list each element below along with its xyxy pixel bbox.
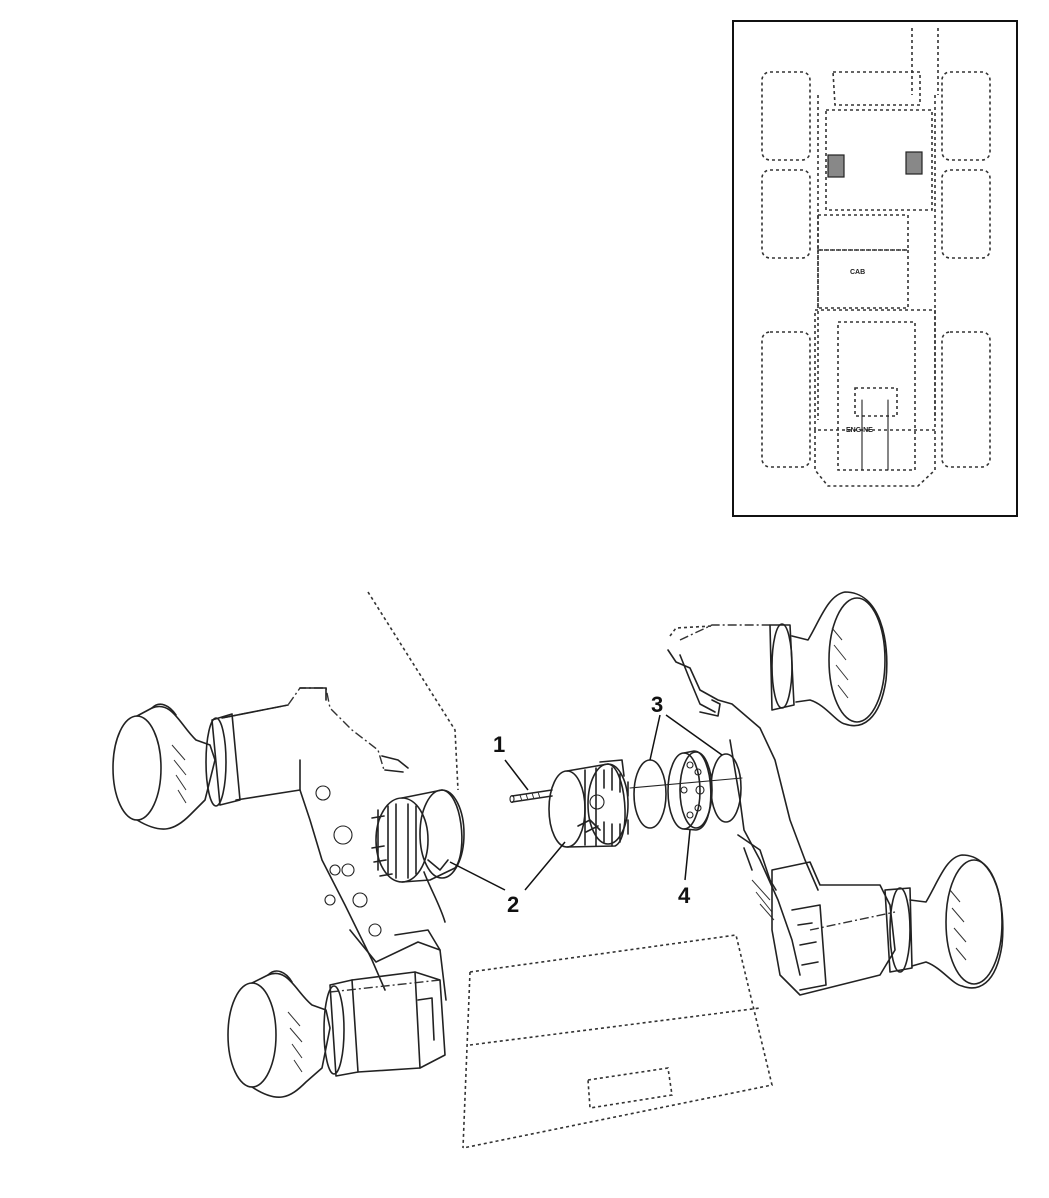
left-mounted-coupling	[371, 789, 465, 923]
left-lower-wheel-hub	[227, 970, 446, 1098]
right-upper-wheel-hub	[769, 591, 888, 727]
part-4-flange	[667, 750, 713, 831]
right-bogie-beam	[667, 624, 896, 996]
part-1-pin	[509, 789, 553, 804]
left-upper-wheel-hub	[112, 703, 241, 830]
exploded-centerline	[629, 777, 743, 789]
inset-engine-label: ENGINE	[846, 427, 873, 434]
inset-cab-label: CAB	[850, 269, 865, 276]
right-lower-wheel-hub	[884, 854, 1004, 989]
left-bogie-beam	[221, 687, 447, 1001]
callout-1: 1	[493, 732, 505, 757]
callout-3: 3	[651, 692, 663, 717]
inset-tyres	[761, 71, 991, 468]
locator-inset: CAB ENGINE	[732, 20, 1018, 517]
callout-2: 2	[507, 892, 519, 917]
callout-4: 4	[678, 883, 691, 908]
chassis-outline	[367, 591, 773, 1149]
inset-highlighted-couplings	[827, 151, 923, 178]
part-2-coupling-hub	[548, 759, 629, 848]
left-beam-bolt-circle	[315, 785, 382, 937]
callout-leaders	[449, 714, 723, 891]
inset-frame	[732, 20, 1018, 517]
